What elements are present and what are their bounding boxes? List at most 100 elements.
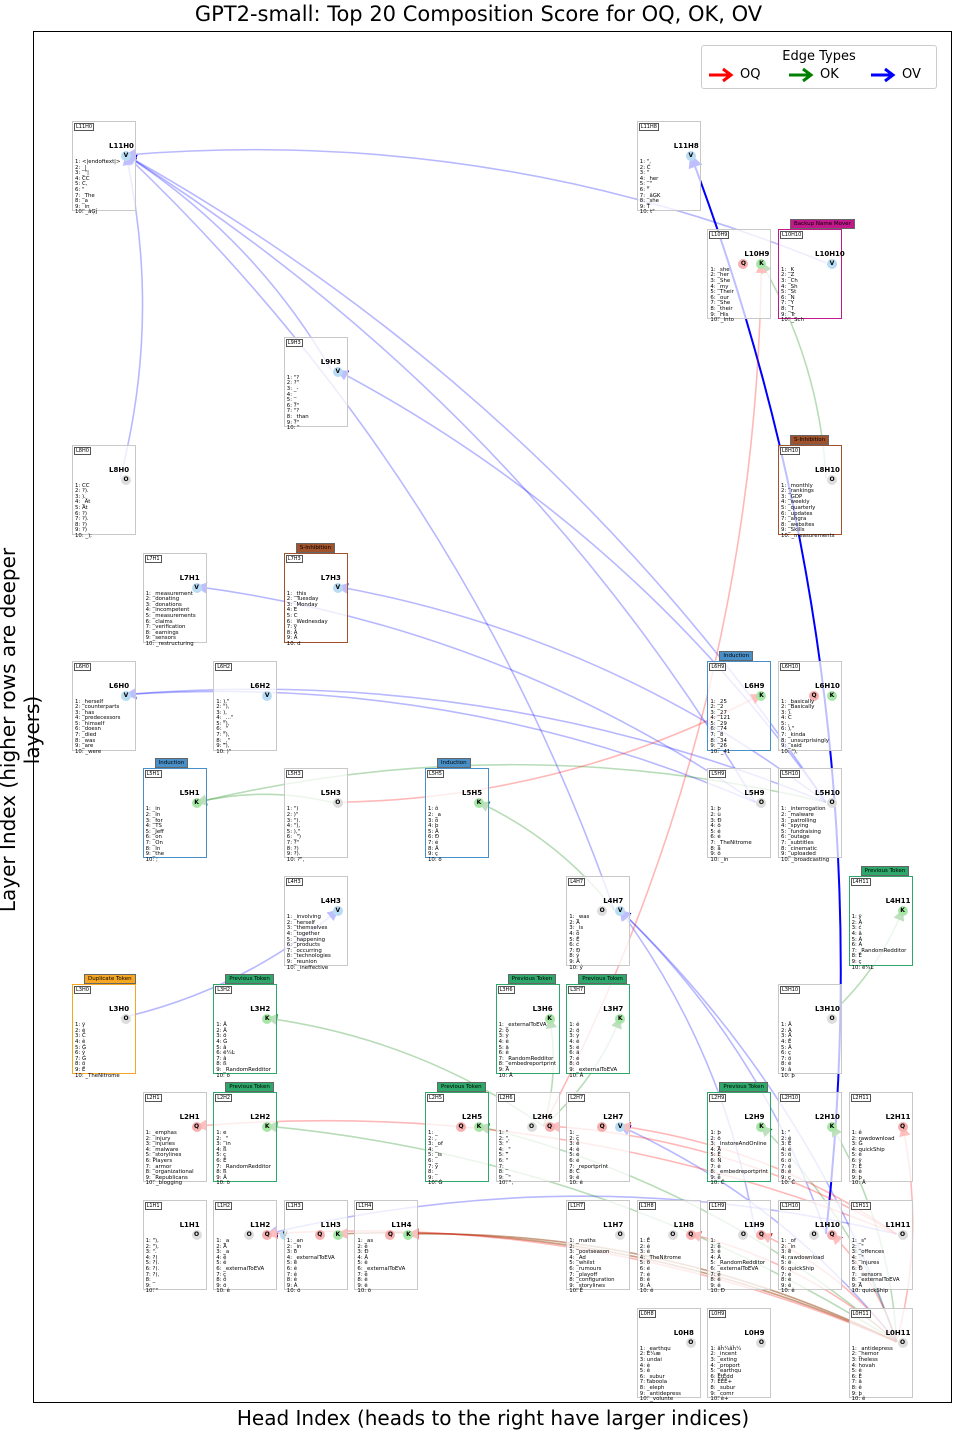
token-item: 9: ê xyxy=(710,1282,721,1289)
token-item: 6: ê xyxy=(498,1050,509,1057)
token-item: 2: _2 xyxy=(710,704,724,711)
token-item: 3: undai xyxy=(639,1357,662,1364)
token-item: 2: _malware xyxy=(781,811,814,818)
token-item: 10: _volunte xyxy=(639,1396,674,1403)
head-name: L9H3 xyxy=(320,357,341,366)
head-name: L1H3 xyxy=(320,1221,341,1229)
token-item: 10: _Sch xyxy=(781,317,804,324)
head-tag: L1H1 xyxy=(144,1202,162,1210)
token-item: 10: ë¼Ŀ xyxy=(851,964,874,971)
token-item: 2: )" xyxy=(286,811,299,818)
token-item: 2: _ xyxy=(569,1243,579,1250)
token-item: 5: At xyxy=(75,505,88,512)
token-item: 3: _offences xyxy=(851,1249,885,1256)
token-item: 6: _products xyxy=(286,942,320,949)
head-badge: Previous Token xyxy=(225,974,274,985)
head-name: L5H9 xyxy=(744,789,765,798)
token-item: 3: ". xyxy=(145,1249,157,1256)
role-dot-o: O xyxy=(827,474,837,485)
token-item: 6: quickShip xyxy=(781,1265,815,1272)
token-item: 2: _In xyxy=(145,811,161,818)
token-item: 3: ð xyxy=(286,1249,298,1256)
token-item: 6: ÊtÊdd xyxy=(710,1373,734,1380)
token-item: 4: ê xyxy=(75,1038,86,1045)
token-item: 1: _antidepress xyxy=(851,1345,893,1352)
token-item: 4: quickShip xyxy=(851,1146,885,1153)
token-item: 2: _her xyxy=(710,272,729,279)
token-item: 5: _happening xyxy=(286,936,326,943)
role-dot-o: O xyxy=(615,1230,626,1240)
head-name: L1H9 xyxy=(744,1221,765,1229)
token-item: 7: _She xyxy=(710,300,731,307)
token-item: 1: _basically xyxy=(781,698,815,705)
token-item: 5: _" xyxy=(639,181,652,188)
token-item: 1: _measurement xyxy=(145,590,193,597)
token-item: 6: ?" xyxy=(286,402,300,409)
token-item: 1: CC xyxy=(75,482,90,489)
token-item: 9: ?" xyxy=(286,419,300,426)
token-item: 1: ô xyxy=(428,806,439,813)
token-item: 2: _donating xyxy=(145,596,180,603)
token-item: 10: ö xyxy=(216,1072,230,1079)
token-item: 4: E xyxy=(286,607,298,614)
token-item: 9: _Republicans xyxy=(145,1174,188,1181)
token-item: 8: ý xyxy=(569,953,580,960)
token-item: 7: _8 xyxy=(710,732,724,739)
head-name: L1H4 xyxy=(391,1221,412,1229)
token-item: 6: Ñ xyxy=(710,1158,722,1165)
head-badge: Induction xyxy=(154,758,189,769)
head-name: L2H11 xyxy=(885,1113,911,1122)
head-name: L1H1 xyxy=(179,1221,200,1229)
token-item: 1: ê xyxy=(851,1130,862,1137)
token-item: 4: _her xyxy=(639,175,659,182)
head-tag: L6H9 xyxy=(709,662,727,671)
token-item: 8: ê xyxy=(710,1277,721,1284)
role-dot-k: K xyxy=(544,1014,555,1025)
token-item: 1: _in xyxy=(145,806,161,813)
token-item: 1: ê xyxy=(569,1022,580,1029)
edge-ov xyxy=(195,582,756,804)
role-dot-o: O xyxy=(121,474,131,485)
head-tag: L2H1 xyxy=(144,1094,162,1103)
token-item: 10: _blogging xyxy=(145,1180,183,1187)
head-tag: L2H7 xyxy=(568,1094,586,1103)
token-item: 3: _a xyxy=(216,1249,230,1256)
token-item: 6: Ð xyxy=(428,834,440,841)
token-item: 10: " xyxy=(286,425,300,432)
token-item: 6: _74 xyxy=(710,726,727,733)
token-item: 1: ") xyxy=(286,806,299,813)
token-item: 7: _died xyxy=(75,732,97,739)
token-item: 2: ê xyxy=(639,1243,651,1250)
role-dot-k: K xyxy=(756,690,767,701)
token-item: 4: _ xyxy=(428,1146,438,1153)
token-list: 1: "?2: ?"3: _-4: _5: _6: ?"7: "?8: _tha… xyxy=(286,375,309,432)
head-tag: L0H8 xyxy=(638,1309,656,1318)
token-item: 9: Â xyxy=(216,1174,227,1181)
token-item: 5: C, xyxy=(75,181,88,188)
head-tag: L6H0 xyxy=(74,662,91,671)
token-item: 6: é xyxy=(710,834,721,841)
token-item: 8: ê xyxy=(357,1277,368,1284)
token-item: 7: _The xyxy=(75,192,95,199)
token-item: 9: Â xyxy=(569,959,580,966)
head-name: L7H3 xyxy=(320,573,341,582)
role-dot-v: V xyxy=(332,366,343,377)
token-item: 6: _on xyxy=(145,834,162,841)
token-item: 5: _quarterly xyxy=(781,505,816,512)
token-item: 4: ö xyxy=(710,823,721,830)
token-item: 8: ê xyxy=(639,1277,651,1284)
token-item: 1: Â xyxy=(216,1022,227,1029)
